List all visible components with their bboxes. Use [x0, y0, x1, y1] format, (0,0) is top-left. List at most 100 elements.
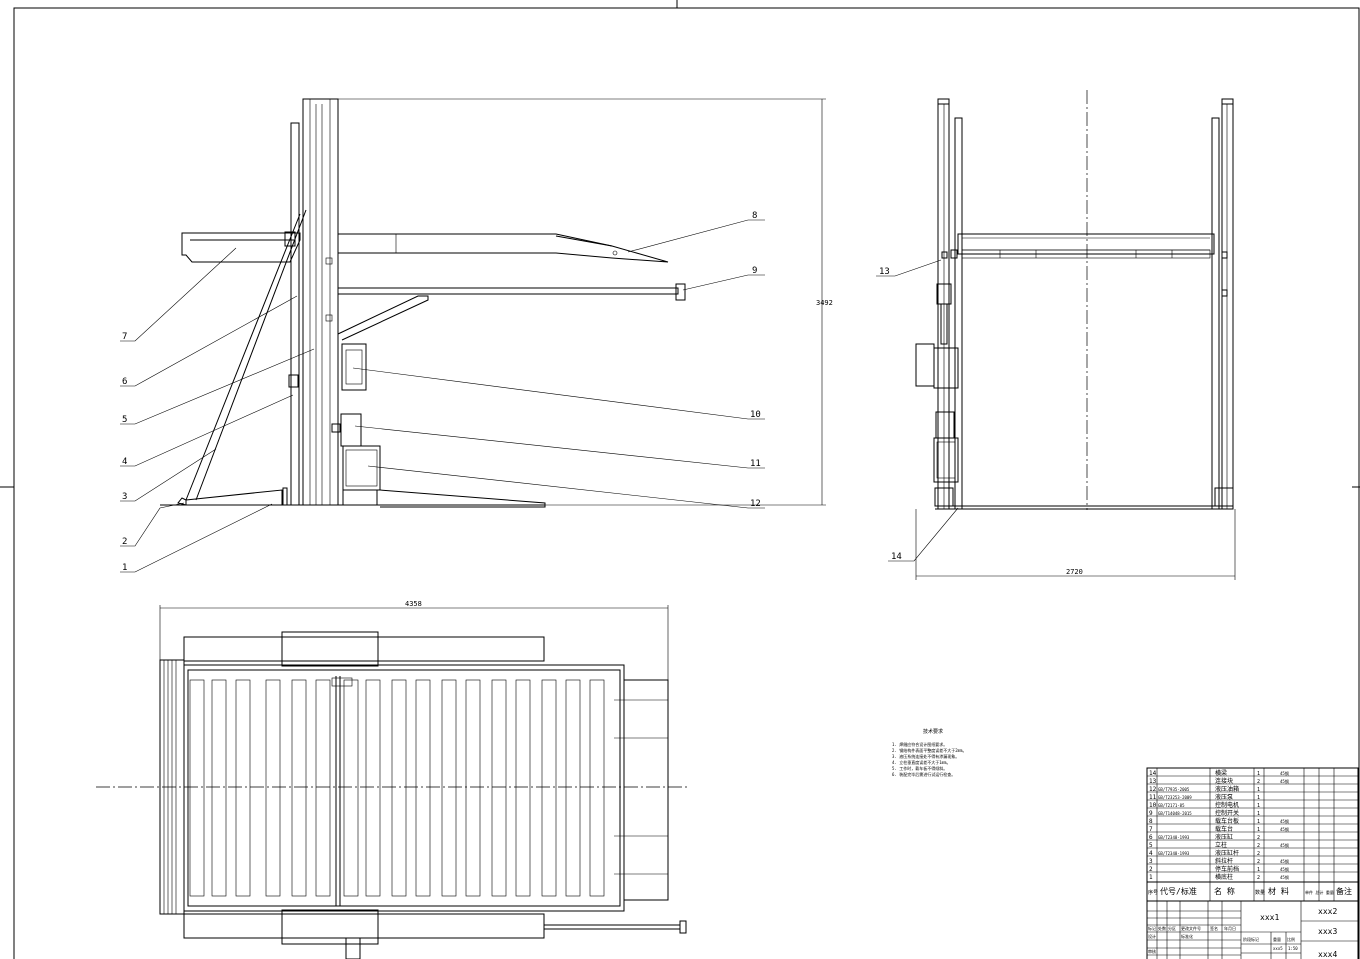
bom-qty-1: 2 [1257, 875, 1260, 881]
tech-note-2: 2. 钢结构件表面平整度误差不大于2mm。 [892, 747, 966, 753]
bom-material-2: 45钢 [1280, 866, 1289, 872]
bom-name-10: 控制电机 [1215, 801, 1239, 809]
length-dimension-value: 4358 [405, 600, 422, 608]
bom-no-4: 4 [1149, 850, 1153, 857]
height-dimension: 3492 [338, 98, 833, 506]
bom-material-13: 45钢 [1280, 778, 1289, 784]
title-label-zone: 分区 [1168, 925, 1176, 931]
bom-name-11: 液压泵 [1215, 793, 1233, 801]
title-label-mark: 标记 [1148, 925, 1156, 931]
bom-name-14: 横梁 [1215, 769, 1227, 777]
callout-14: 14 [891, 552, 902, 562]
title-scale: 1:50 [1288, 946, 1298, 951]
bom-name-9: 控制开关 [1215, 809, 1239, 817]
callout-7: 7 [122, 332, 127, 342]
bom-qty-4: 2 [1257, 851, 1260, 857]
bom-no-1: 1 [1149, 874, 1153, 881]
bom-code-10: GB/T2171-85 [1158, 803, 1185, 808]
callout-1: 1 [122, 563, 127, 573]
bom-qty-14: 1 [1257, 771, 1260, 777]
callout-4: 4 [122, 457, 127, 467]
bom-qty-8: 1 [1257, 819, 1260, 825]
bom-qty-9: 1 [1257, 811, 1260, 817]
width-dimension: 2720 [915, 509, 1236, 580]
callout-10: 10 [750, 410, 761, 420]
bom-qty-5: 2 [1257, 843, 1260, 849]
title-label-std: 标准化 [1181, 933, 1193, 939]
bom-header-no: 序号 [1148, 889, 1158, 896]
bom-material-14: 45钢 [1280, 770, 1289, 776]
title-name-cell: xxx1 [1260, 913, 1279, 922]
bom-material-3: 45钢 [1280, 858, 1289, 864]
bom-name-8: 载车台板 [1215, 817, 1239, 825]
title-label-doc: 更改文件号 [1181, 925, 1201, 931]
title-cell-3: xxx3 [1318, 927, 1337, 936]
bom-no-14: 14 [1149, 770, 1157, 777]
bom-header-qty: 数量 [1255, 889, 1265, 896]
top-view-slats [189, 679, 605, 897]
bom-no-11: 11 [1149, 794, 1157, 801]
title-cell-2: xxx2 [1318, 907, 1337, 916]
bom-name-1: 横底柱 [1215, 873, 1233, 881]
title-label-count: 处数 [1158, 925, 1166, 931]
title-block: 标记 处数 分区 更改文件号 签名 年月日 设计 标准化 审核 阶段标记 重量 … [1146, 900, 1359, 959]
tech-notes-title: 技术要求 [923, 728, 943, 735]
side-view-callout-labels: 1 2 3 4 5 6 7 8 9 10 11 12 [122, 211, 761, 573]
bom-no-6: 6 [1149, 834, 1153, 841]
bom-name-7: 载车台 [1215, 825, 1233, 833]
bom-name-2: 停车前档 [1215, 865, 1239, 873]
height-dimension-value: 3492 [816, 299, 833, 307]
title-small-cell: xxx5 [1273, 946, 1283, 951]
bom-name-3: 斜拉杆 [1215, 857, 1233, 865]
bom-qty-6: 2 [1257, 835, 1260, 841]
bom-no-8: 8 [1149, 818, 1153, 825]
callout-5: 5 [122, 415, 127, 425]
bom-qty-13: 2 [1257, 779, 1260, 785]
callout-9: 9 [752, 266, 757, 276]
bom-no-7: 7 [1149, 826, 1153, 833]
callout-13: 13 [879, 267, 890, 277]
tech-note-4: 4. 立柱垂直度误差不大于1mm。 [892, 759, 950, 765]
front-view [915, 90, 1234, 510]
bom-qty-12: 1 [1257, 787, 1260, 793]
callout-11: 11 [750, 459, 761, 469]
tech-note-1: 1. 焊缝应符合设计图纸要求。 [892, 741, 947, 747]
title-label-design: 设计 [1148, 933, 1156, 939]
bom-header: 序号 代号/标准 名 称 数量 材 料 单件 总计 重量 备注 [1148, 886, 1352, 896]
bom-material-1: 45钢 [1280, 874, 1289, 880]
bom-no-13: 13 [1149, 778, 1157, 785]
bom-header-remark: 备注 [1336, 886, 1352, 896]
callout-12: 12 [750, 499, 761, 509]
bom-qty-7: 1 [1257, 827, 1260, 833]
bom-code-6: GB/T2348-1993 [1158, 835, 1190, 840]
callout-8: 8 [752, 211, 757, 221]
callout-2: 2 [122, 537, 127, 547]
bom-header-weight: 单件 总计 重量 [1305, 889, 1334, 895]
callout-3: 3 [122, 492, 127, 502]
bom-name-5: 立柱 [1215, 841, 1227, 849]
callout-6: 6 [122, 377, 127, 387]
tech-note-5: 5. 工作时，载车板不得倾斜。 [892, 765, 947, 771]
bom-no-3: 3 [1149, 858, 1153, 865]
title-label-stage: 阶段标记 [1243, 936, 1259, 942]
bom-no-12: 12 [1149, 786, 1157, 793]
bom-qty-2: 1 [1257, 867, 1260, 873]
tech-note-3: 3. 液压系统连接处不得有渗漏现象。 [892, 753, 959, 759]
bom-no-5: 5 [1149, 842, 1153, 849]
length-dimension: 4358 [159, 600, 669, 680]
title-label-weight: 重量 [1273, 936, 1281, 942]
bom-qty-3: 2 [1257, 859, 1260, 865]
front-view-leaders: 13 14 [876, 259, 959, 562]
width-dimension-value: 2720 [1066, 568, 1083, 576]
bom-header-code: 代号/标准 [1160, 886, 1197, 896]
bom-header-name: 名 称 [1214, 886, 1235, 896]
bom-code-12: GB/T7935-2005 [1158, 787, 1190, 792]
tech-note-6: 6. 装配完毕后需进行试运行检查。 [892, 771, 955, 777]
bom-name-6: 液压缸 [1215, 833, 1233, 841]
bom-code-9: GB/T14048-2015 [1158, 811, 1192, 816]
title-label-sign: 签名 [1210, 925, 1218, 931]
title-cell-4: xxx4 [1318, 950, 1337, 959]
